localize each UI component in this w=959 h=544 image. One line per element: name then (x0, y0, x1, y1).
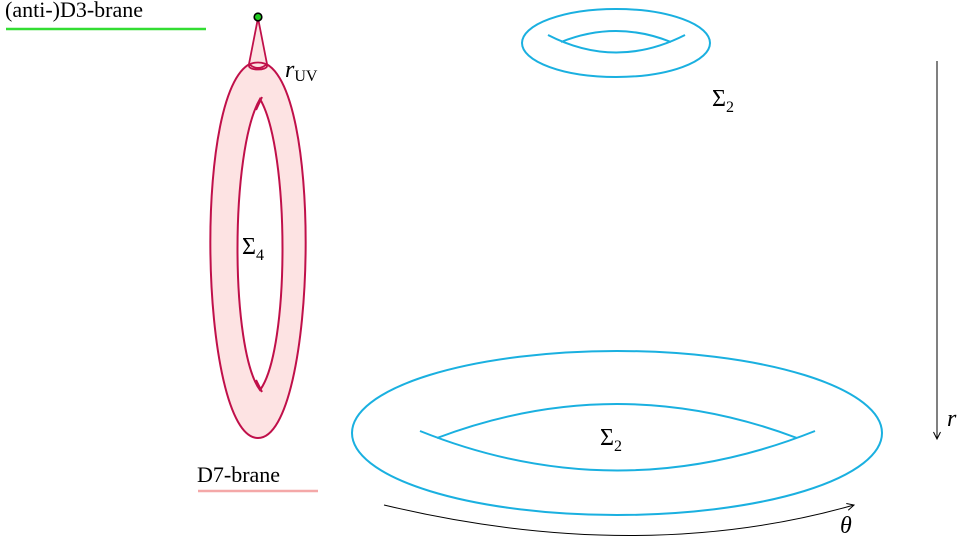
large-torus-outline (351, 350, 883, 516)
r-uv-label: rUV (285, 57, 318, 85)
d7-ring-body (209, 60, 307, 440)
small-torus (521, 8, 711, 78)
sigma2-top-label: Σ2 (712, 86, 734, 116)
d7-inner-seam-top (255, 96, 263, 111)
sigma4-label: Σ4 (242, 234, 264, 264)
throat-cone-shape (248, 17, 268, 69)
throat-base-ring (248, 61, 268, 71)
large-torus-hole-lower (419, 430, 816, 472)
large-torus (351, 350, 883, 516)
d7-brane-label: D7-brane (197, 462, 280, 487)
d3-brane-point (253, 12, 263, 22)
sigma2-bottom-label: Σ2 (600, 425, 622, 455)
d7-inner-seam-bottom (255, 379, 263, 393)
small-torus-hole-upper (560, 30, 672, 43)
theta-label: θ (840, 513, 852, 539)
throat-cone (248, 17, 268, 71)
d7-brane-torus (209, 60, 307, 440)
r-axis-label: r (947, 406, 957, 432)
d3-brane-label: (anti-)D3-brane (5, 0, 143, 22)
small-torus-outline (521, 8, 711, 78)
large-torus-hole-upper (436, 403, 798, 439)
small-torus-hole-lower (547, 34, 686, 54)
theta-arrow (383, 503, 856, 536)
